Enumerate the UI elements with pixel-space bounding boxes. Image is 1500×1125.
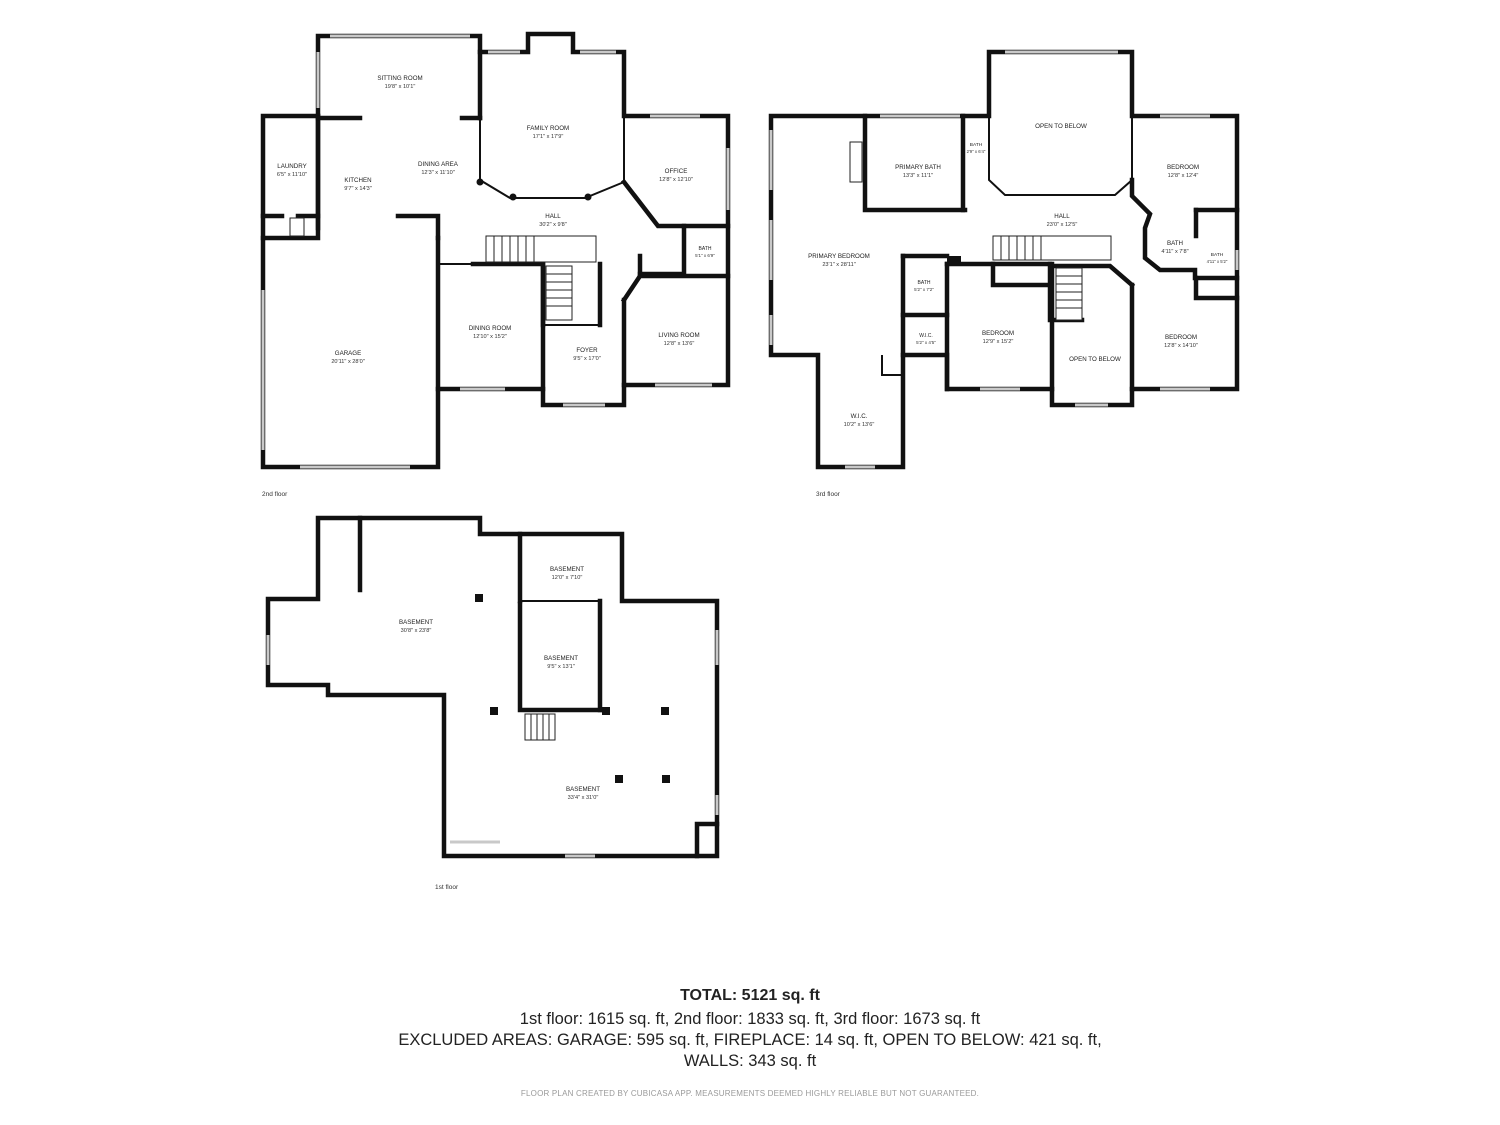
first-floor-plan (265, 515, 720, 859)
second-floor-labels: SITTING ROOM 19'8" x 10'1" FAMILY ROOM 1… (262, 75, 715, 498)
room-dimensions: 10'2" x 13'6" (844, 422, 875, 428)
room-label: DINING ROOM (469, 325, 512, 332)
room-label: BATH (1167, 240, 1183, 247)
room-label: BATH (918, 280, 931, 286)
room-dimensions: 5'2" x 4'5" (916, 340, 936, 345)
room-label: OFFICE (665, 168, 688, 175)
room-label: FOYER (576, 347, 598, 354)
room-dimensions: 12'8" x 12'4" (1168, 173, 1199, 179)
room-dimensions: 5'1" x 6'9" (695, 253, 715, 258)
room-dimensions: 23'1" x 28'11" (822, 262, 855, 268)
room-label: BEDROOM (1167, 164, 1199, 171)
room-dimensions: 19'8" x 10'1" (385, 84, 416, 90)
room-label: BEDROOM (982, 330, 1014, 337)
room-label: DINING AREA (418, 161, 459, 168)
room-label: OPEN TO BELOW (1035, 123, 1087, 130)
floor-label: 2nd floor (262, 491, 288, 498)
floor-label: 3rd floor (816, 491, 841, 498)
third-floor-plan (768, 49, 1240, 470)
room-label: FAMILY ROOM (527, 125, 569, 132)
room-dimensions: 12'8" x 12'10" (659, 177, 693, 183)
room-label: SITTING ROOM (377, 75, 422, 82)
total-area: TOTAL: 5121 sq. ft (680, 987, 820, 1004)
room-dimensions: 12'8" x 13'6" (664, 341, 695, 347)
room-label: BASEMENT (550, 566, 584, 573)
room-dimensions: 9'5" x 13'1" (547, 664, 575, 670)
room-dimensions: 9'5" x 17'0" (573, 356, 601, 362)
room-dimensions: 4'11" x 7'8" (1161, 249, 1188, 255)
floor-areas-line: 1st floor: 1615 sq. ft, 2nd floor: 1833 … (519, 1010, 981, 1028)
room-dimensions: 5'2" x 7'2" (914, 287, 934, 292)
room-dimensions: 9'7" x 14'3" (344, 186, 372, 192)
room-dimensions: 12'3" x 11'10" (421, 170, 454, 176)
room-dimensions: 4'11" x 5'2" (1207, 259, 1228, 264)
floor-plan-drawing: SITTING ROOM 19'8" x 10'1" FAMILY ROOM 1… (260, 31, 1240, 891)
room-dimensions: 6'5" x 11'10" (277, 172, 307, 178)
room-dimensions: 12'10" x 15'2" (473, 334, 507, 340)
disclaimer-footer: FLOOR PLAN CREATED BY CUBICASA APP. MEAS… (520, 1089, 980, 1098)
room-label: PRIMARY BATH (895, 164, 941, 171)
room-label: BATH (970, 142, 983, 148)
room-label: BASEMENT (544, 655, 578, 662)
room-dimensions: 13'3" x 11'1" (903, 173, 933, 179)
room-label: BEDROOM (1165, 334, 1197, 341)
room-dimensions: 23'0" x 12'5" (1047, 222, 1078, 228)
second-floor-plan (260, 31, 731, 470)
floor-label: 1st floor (435, 884, 459, 891)
room-dimensions: 17'1" x 17'9" (533, 134, 564, 140)
room-label: HALL (545, 213, 561, 220)
room-label: LAUNDRY (277, 163, 306, 170)
room-dimensions: 12'0" x 7'10" (552, 575, 583, 581)
room-dimensions: 33'4" x 31'0" (568, 795, 599, 801)
room-label: PRIMARY BEDROOM (808, 253, 870, 260)
room-label: BASEMENT (566, 786, 600, 793)
walls-area-line: WALLS: 343 sq. ft (683, 1052, 817, 1070)
room-label: LIVING ROOM (658, 332, 699, 339)
room-dimensions: 12'8" x 14'10" (1164, 343, 1198, 349)
room-label: KITCHEN (344, 177, 371, 184)
first-floor-labels: BASEMENT 12'0" x 7'10" BASEMENT 30'8" x … (399, 566, 600, 891)
room-label: BATH (699, 246, 712, 252)
room-label: HALL (1054, 213, 1070, 220)
room-label: GARAGE (335, 350, 361, 357)
room-dimensions: 20'11" x 28'0" (331, 359, 364, 365)
room-label: OPEN TO BELOW (1069, 356, 1121, 363)
third-floor-labels: OPEN TO BELOW PRIMARY BATH 13'3" x 11'1"… (808, 123, 1228, 498)
room-dimensions: 12'9" x 15'2" (983, 339, 1014, 345)
room-label: W.I.C. (851, 413, 868, 420)
room-label: W.I.C. (919, 333, 933, 339)
room-dimensions: 30'8" x 23'8" (401, 628, 432, 634)
room-dimensions: 2'9" x 6'4" (967, 149, 986, 154)
room-label: BATH (1211, 252, 1224, 258)
room-label: BASEMENT (399, 619, 433, 626)
excluded-areas-line: EXCLUDED AREAS: GARAGE: 595 sq. ft, FIRE… (398, 1031, 1102, 1049)
room-dimensions: 30'2" x 9'8" (539, 222, 567, 228)
